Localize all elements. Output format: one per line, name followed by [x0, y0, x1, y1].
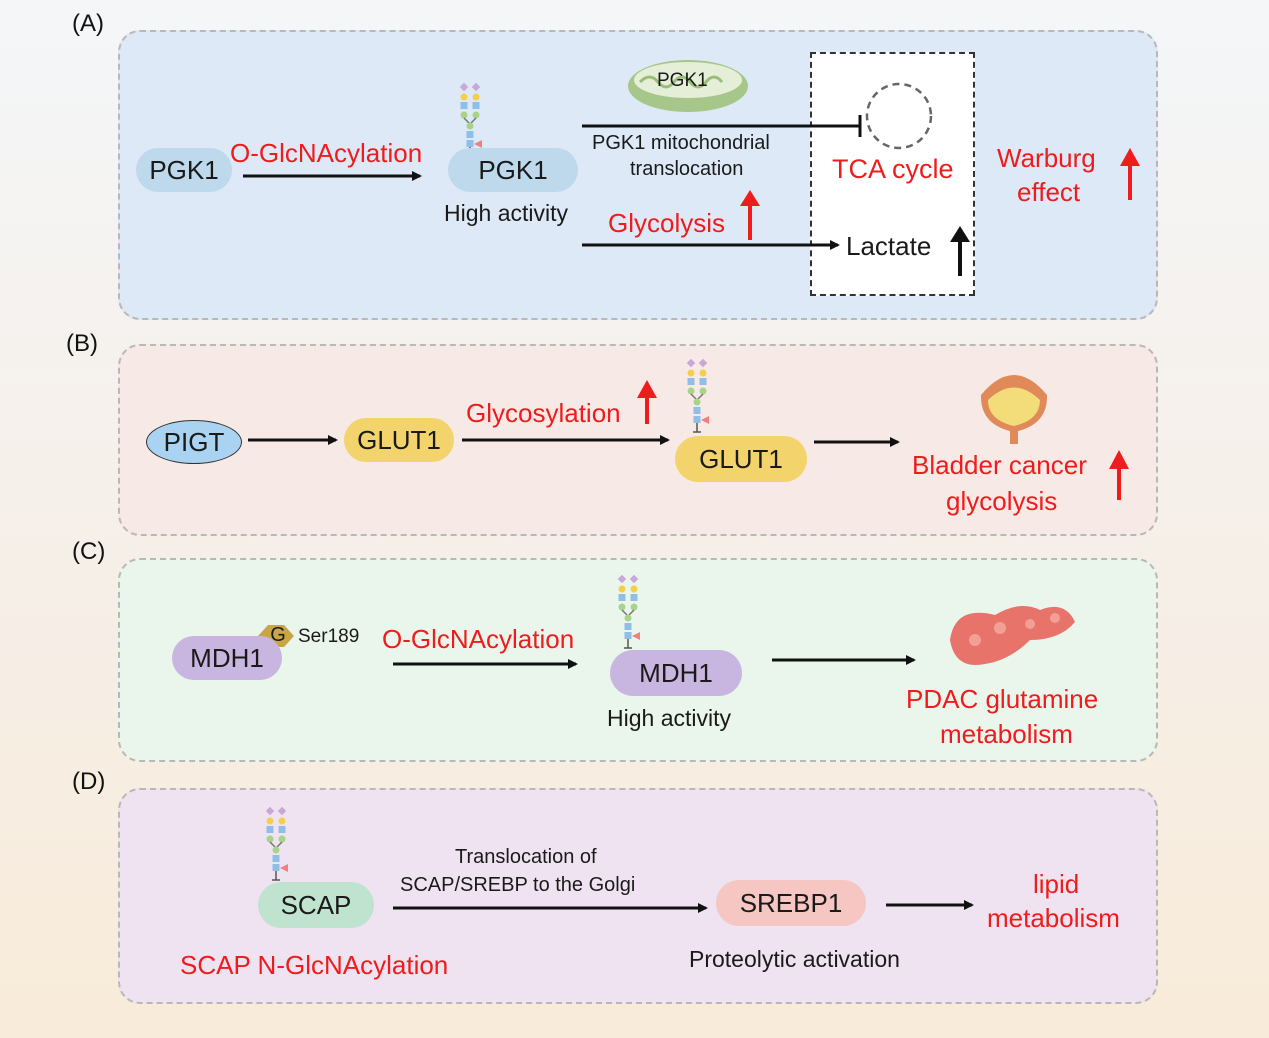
panel-a-label: (A): [72, 10, 104, 37]
pdac-line2: metabolism: [940, 719, 1073, 749]
o-glcnacylation-label-c: O-GlcNAcylation: [382, 624, 575, 654]
bladder-line2: glycolysis: [946, 486, 1058, 516]
panel-b-label: (B): [66, 330, 98, 357]
pdac-line1: PDAC glutamine: [906, 684, 1099, 714]
bladder-icon: [980, 375, 1048, 444]
lactate-label: Lactate: [846, 231, 932, 261]
srebp1-node: SREBP1: [716, 880, 866, 926]
up-arrow-icon: [740, 190, 760, 206]
tca-cycle-label: TCA cycle: [832, 154, 954, 184]
lipid-line1: lipid: [1033, 869, 1080, 899]
panel-d-label: (D): [72, 768, 106, 795]
warburg-line1: Warburg: [997, 143, 1096, 173]
mdh1-node: MDH1: [172, 636, 282, 680]
glycan-icon-a: [459, 82, 483, 157]
glut1-modified-node: GLUT1: [675, 436, 807, 482]
up-arrow-icon: [1120, 148, 1140, 166]
mito-pgk1-label: PGK1: [657, 70, 708, 91]
tca-circle-icon: [865, 82, 933, 150]
glycosylation-label: Glycosylation: [466, 398, 621, 428]
glycolysis-label: Glycolysis: [608, 208, 726, 238]
proteolytic-label: Proteolytic activation: [689, 946, 900, 972]
bladder-line1: Bladder cancer: [912, 450, 1087, 480]
high-activity-label-c: High activity: [607, 705, 731, 731]
high-activity-label: High activity: [444, 200, 568, 226]
translocation-line1: PGK1 mitochondrial: [592, 132, 770, 154]
translocation-d-line2: SCAP/SREBP to the Golgi: [400, 874, 636, 896]
warburg-line2: effect: [1017, 177, 1081, 207]
glut1-node: GLUT1: [344, 418, 454, 462]
up-arrow-icon: [1109, 450, 1129, 469]
o-glcnacylation-label: O-GlcNAcylation: [230, 138, 423, 168]
g-badge: G: [270, 624, 286, 646]
translocation-line2: translocation: [630, 158, 744, 180]
scap-node: SCAP: [258, 882, 374, 928]
up-arrow-icon: [637, 380, 657, 398]
glycan-icon-d: [265, 806, 289, 881]
glycan-icon-b: [686, 358, 710, 433]
pgk1-node: PGK1: [136, 148, 232, 192]
up-arrow-icon: [950, 226, 970, 242]
pigt-node: PIGT: [146, 420, 242, 464]
mdh1-modified-node: MDH1: [610, 650, 742, 696]
panel-c-label: (C): [72, 538, 106, 565]
pancreas-icon: [950, 606, 1075, 665]
lipid-line2: metabolism: [987, 903, 1120, 933]
glycan-icon-c: [617, 574, 641, 649]
pgk1-modified-node: PGK1: [448, 148, 578, 192]
scap-n-glcnacylation-label: SCAP N-GlcNAcylation: [180, 950, 449, 980]
mitochondrion-icon: [628, 60, 748, 112]
mitochondria-box: [810, 52, 975, 296]
ser189-label: Ser189: [298, 626, 360, 647]
translocation-d-line1: Translocation of: [455, 846, 597, 868]
